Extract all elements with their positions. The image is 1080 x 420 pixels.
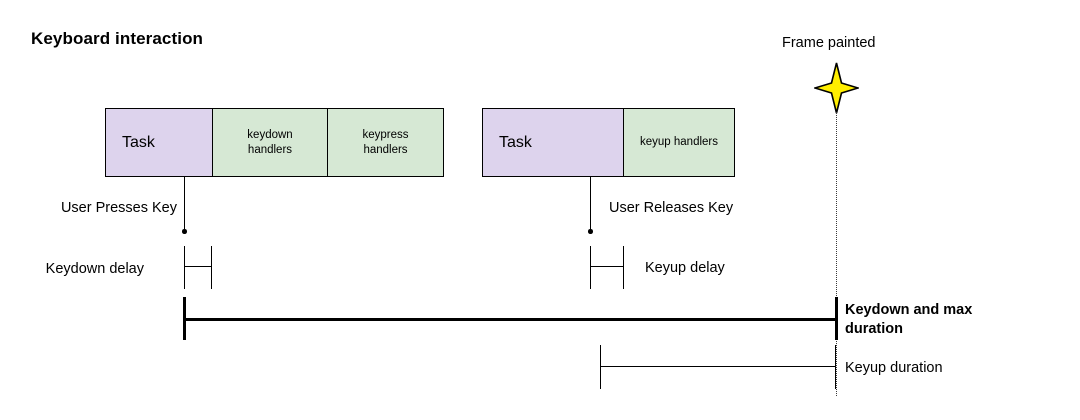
user-presses-key-leader-line bbox=[184, 177, 186, 231]
keyup-duration-span-line bbox=[600, 366, 836, 368]
keyup-duration-label: Keyup duration bbox=[845, 360, 943, 376]
keydown-duration-end-tick bbox=[835, 297, 838, 340]
keyup-handlers-box: keyup handlers bbox=[623, 108, 735, 177]
user-releases-key-leader-dot bbox=[588, 229, 593, 234]
task-box-2: Task bbox=[482, 108, 624, 177]
task-box-1-label: Task bbox=[122, 133, 155, 151]
keyup-handlers-label: keyup handlers bbox=[640, 136, 718, 149]
keyup-delay-span-line bbox=[590, 266, 624, 268]
keydown-handlers-label: keydown handlers bbox=[247, 129, 293, 156]
page-title: Keyboard interaction bbox=[31, 29, 204, 48]
keyup-delay-label: Keyup delay bbox=[645, 260, 725, 276]
keydown-delay-span-line bbox=[184, 266, 212, 268]
user-releases-key-leader-line bbox=[590, 177, 592, 231]
keydown-delay-label: Keydown delay bbox=[45, 261, 144, 277]
frame-paint-guide-line bbox=[836, 112, 837, 396]
keydown-and-max-duration-label: Keydown and max duration bbox=[845, 302, 973, 337]
user-presses-key-leader-dot bbox=[182, 229, 187, 234]
keypress-handlers-box: keypress handlers bbox=[327, 108, 444, 177]
task-box-1: Task bbox=[105, 108, 213, 177]
keydown-handlers-box: keydown handlers bbox=[212, 108, 328, 177]
task-box-2-label: Task bbox=[499, 133, 532, 151]
keyup-delay-start-tick bbox=[590, 246, 592, 289]
keydown-duration-span-line bbox=[183, 318, 838, 321]
keydown-delay-start-tick bbox=[184, 246, 186, 289]
keyup-duration-end-tick bbox=[835, 345, 837, 389]
user-presses-key-label: User Presses Key bbox=[60, 200, 177, 216]
keyup-delay-end-tick bbox=[623, 246, 625, 289]
frame-painted-label: Frame painted bbox=[782, 35, 876, 51]
user-releases-key-label: User Releases Key bbox=[609, 200, 734, 216]
four-pointed-star-icon bbox=[812, 62, 861, 119]
keydown-delay-end-tick bbox=[211, 246, 213, 289]
keypress-handlers-label: keypress handlers bbox=[362, 129, 409, 156]
